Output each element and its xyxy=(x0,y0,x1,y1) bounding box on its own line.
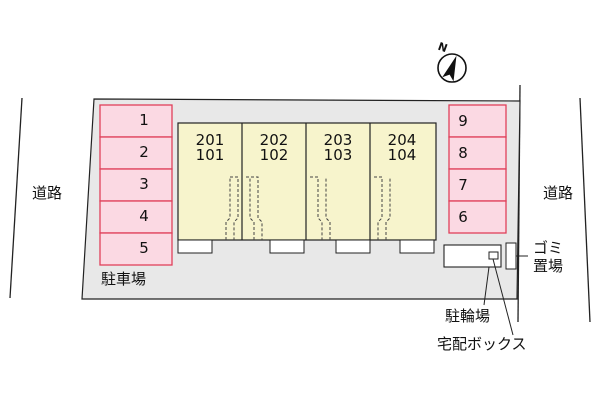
left-road-edge xyxy=(9,97,23,299)
right-road-edge-outer xyxy=(579,97,591,323)
unit-3-upper: 203 xyxy=(323,131,353,149)
bicycle-parking-area xyxy=(443,244,502,268)
entrance-step xyxy=(269,239,305,254)
building-outline xyxy=(177,122,437,241)
delivery-box-leader-line xyxy=(492,258,514,336)
unit-2-lower: 102 xyxy=(259,146,289,164)
unit-3-lower: 103 xyxy=(323,146,353,164)
parking-slot-8 xyxy=(448,136,507,170)
parking-slot-5 xyxy=(99,232,173,266)
parking-slot-number: 6 xyxy=(458,208,468,226)
parking-slot-3 xyxy=(99,168,173,202)
unit-1-upper: 201 xyxy=(195,131,225,149)
bicycle-parking-label: 駐輪場 xyxy=(445,307,491,325)
north-arrow-icon xyxy=(437,53,467,83)
parking-slot-number: 8 xyxy=(458,144,468,162)
right-road-label: 道路 xyxy=(543,184,574,202)
parking-slot-number: 2 xyxy=(139,143,149,161)
unit-2-upper: 202 xyxy=(259,131,289,149)
parking-slot-number: 9 xyxy=(458,112,468,130)
unit-4-upper: 204 xyxy=(387,131,417,149)
parking-slot-number: 7 xyxy=(458,176,468,194)
entrance-step xyxy=(177,239,213,254)
bicycle-leader-line xyxy=(483,266,490,306)
left-road-label: 道路 xyxy=(32,184,63,202)
delivery-box-label: 宅配ボックス xyxy=(437,335,527,353)
parking-label: 駐車場 xyxy=(101,270,147,288)
unit-4-lower: 104 xyxy=(387,146,417,164)
left-parking-group xyxy=(99,104,173,266)
stair-outline xyxy=(246,176,263,240)
parking-slot-6 xyxy=(448,200,507,234)
parking-slot-2 xyxy=(99,136,173,170)
building xyxy=(177,122,437,254)
garbage-label-line1: ゴミ xyxy=(533,239,564,257)
entrance-step xyxy=(335,239,371,254)
right-parking-group xyxy=(448,104,507,234)
garbage-label-line2: 置場 xyxy=(533,257,564,275)
parking-slot-9 xyxy=(448,104,507,138)
parking-slot-7 xyxy=(448,168,507,202)
stair-outline xyxy=(374,176,391,240)
stair-outline xyxy=(225,176,239,240)
entrance-step xyxy=(399,239,435,254)
stair-outline xyxy=(310,176,331,240)
delivery-box-marker xyxy=(488,251,499,260)
parking-slot-number: 1 xyxy=(139,111,149,129)
unit-1-lower: 101 xyxy=(195,146,225,164)
parking-slot-number: 4 xyxy=(139,207,149,225)
parking-slot-number: 5 xyxy=(139,239,149,257)
parking-slot-number: 3 xyxy=(139,175,149,193)
garbage-area xyxy=(505,242,517,270)
